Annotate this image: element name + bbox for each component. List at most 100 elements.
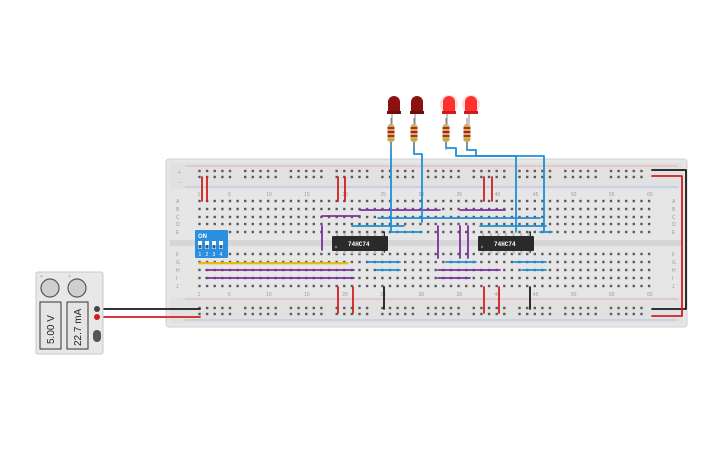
- breadboard-hole[interactable]: [556, 199, 559, 203]
- rail-hole[interactable]: [571, 175, 575, 179]
- breadboard-hole[interactable]: [495, 276, 498, 280]
- rail-hole[interactable]: [312, 306, 315, 310]
- rail-hole[interactable]: [487, 306, 491, 310]
- rail-hole[interactable]: [358, 175, 361, 179]
- breadboard-hole[interactable]: [251, 215, 254, 219]
- rail-hole[interactable]: [198, 312, 201, 316]
- breadboard-hole[interactable]: [388, 207, 392, 211]
- breadboard-hole[interactable]: [434, 222, 437, 226]
- breadboard-hole[interactable]: [266, 230, 270, 234]
- rail-hole[interactable]: [586, 312, 590, 316]
- breadboard-hole[interactable]: [487, 199, 491, 203]
- breadboard-hole[interactable]: [198, 222, 201, 226]
- breadboard-hole[interactable]: [533, 199, 536, 203]
- rail-hole[interactable]: [198, 169, 201, 173]
- rail-hole[interactable]: [396, 169, 399, 173]
- breadboard-hole[interactable]: [625, 276, 628, 280]
- breadboard-hole[interactable]: [548, 222, 552, 226]
- breadboard-hole[interactable]: [274, 207, 277, 211]
- breadboard-hole[interactable]: [449, 199, 453, 203]
- breadboard-hole[interactable]: [510, 199, 514, 203]
- breadboard-hole[interactable]: [457, 284, 460, 288]
- breadboard-hole[interactable]: [343, 284, 346, 288]
- breadboard-hole[interactable]: [556, 222, 559, 226]
- breadboard-hole[interactable]: [518, 222, 521, 226]
- breadboard-hole[interactable]: [503, 215, 506, 219]
- breadboard-hole[interactable]: [647, 260, 651, 264]
- breadboard-hole[interactable]: [526, 252, 529, 256]
- breadboard-hole[interactable]: [274, 260, 277, 264]
- rail-hole[interactable]: [579, 175, 582, 179]
- breadboard-hole[interactable]: [465, 222, 468, 226]
- breadboard-hole[interactable]: [274, 252, 277, 256]
- breadboard-hole[interactable]: [411, 252, 415, 256]
- rail-hole[interactable]: [548, 312, 552, 316]
- breadboard-hole[interactable]: [289, 284, 293, 288]
- rail-hole[interactable]: [259, 169, 262, 173]
- breadboard-hole[interactable]: [426, 268, 430, 272]
- rail-hole[interactable]: [632, 169, 635, 173]
- breadboard-hole[interactable]: [305, 215, 308, 219]
- rail-hole[interactable]: [571, 306, 575, 310]
- breadboard-hole[interactable]: [457, 230, 460, 234]
- breadboard-hole[interactable]: [320, 260, 323, 264]
- breadboard-hole[interactable]: [457, 207, 460, 211]
- rail-hole[interactable]: [312, 312, 315, 316]
- breadboard-hole[interactable]: [586, 276, 590, 280]
- breadboard-hole[interactable]: [373, 268, 376, 272]
- rail-hole[interactable]: [442, 306, 445, 310]
- breadboard-hole[interactable]: [335, 284, 338, 288]
- breadboard-hole[interactable]: [419, 207, 422, 211]
- rail-hole[interactable]: [205, 169, 209, 173]
- breadboard-hole[interactable]: [236, 252, 239, 256]
- breadboard-hole[interactable]: [419, 222, 422, 226]
- rail-hole[interactable]: [541, 175, 544, 179]
- breadboard-hole[interactable]: [426, 222, 430, 226]
- rail-hole[interactable]: [404, 169, 407, 173]
- breadboard-hole[interactable]: [625, 252, 628, 256]
- breadboard-hole[interactable]: [426, 260, 430, 264]
- breadboard-hole[interactable]: [518, 276, 521, 280]
- breadboard-hole[interactable]: [411, 207, 415, 211]
- rail-hole[interactable]: [244, 306, 247, 310]
- breadboard-hole[interactable]: [495, 199, 498, 203]
- breadboard-hole[interactable]: [625, 260, 628, 264]
- breadboard-hole[interactable]: [396, 252, 399, 256]
- wire-rail-bridge-black[interactable]: [651, 169, 687, 310]
- rail-hole[interactable]: [350, 175, 354, 179]
- chip-1-body[interactable]: [332, 236, 388, 251]
- led-resistor-group-4[interactable]: [462, 95, 480, 150]
- breadboard-hole[interactable]: [244, 222, 247, 226]
- breadboard-hole[interactable]: [472, 199, 475, 203]
- rail-hole[interactable]: [625, 312, 628, 316]
- breadboard-hole[interactable]: [442, 215, 445, 219]
- breadboard-hole[interactable]: [411, 260, 415, 264]
- breadboard-hole[interactable]: [320, 252, 323, 256]
- breadboard-hole[interactable]: [228, 284, 232, 288]
- rail-hole[interactable]: [617, 312, 620, 316]
- rail-hole[interactable]: [266, 169, 270, 173]
- breadboard-hole[interactable]: [632, 252, 635, 256]
- breadboard-hole[interactable]: [510, 230, 514, 234]
- rail-hole[interactable]: [518, 169, 521, 173]
- breadboard-hole[interactable]: [602, 268, 605, 272]
- breadboard-hole[interactable]: [358, 260, 361, 264]
- breadboard-hole[interactable]: [350, 222, 354, 226]
- breadboard-hole[interactable]: [487, 276, 491, 280]
- rail-hole[interactable]: [426, 312, 430, 316]
- breadboard-hole[interactable]: [495, 207, 498, 211]
- rail-hole[interactable]: [625, 169, 628, 173]
- breadboard-hole[interactable]: [305, 252, 308, 256]
- rail-hole[interactable]: [442, 169, 445, 173]
- rail-hole[interactable]: [289, 306, 293, 310]
- rail-hole[interactable]: [198, 306, 201, 310]
- breadboard-hole[interactable]: [381, 230, 384, 234]
- breadboard-hole[interactable]: [625, 199, 628, 203]
- breadboard-hole[interactable]: [594, 230, 597, 234]
- breadboard-hole[interactable]: [602, 252, 605, 256]
- rail-hole[interactable]: [442, 175, 445, 179]
- breadboard-hole[interactable]: [251, 222, 254, 226]
- breadboard-hole[interactable]: [632, 199, 635, 203]
- rail-hole[interactable]: [617, 169, 620, 173]
- rail-hole[interactable]: [487, 312, 491, 316]
